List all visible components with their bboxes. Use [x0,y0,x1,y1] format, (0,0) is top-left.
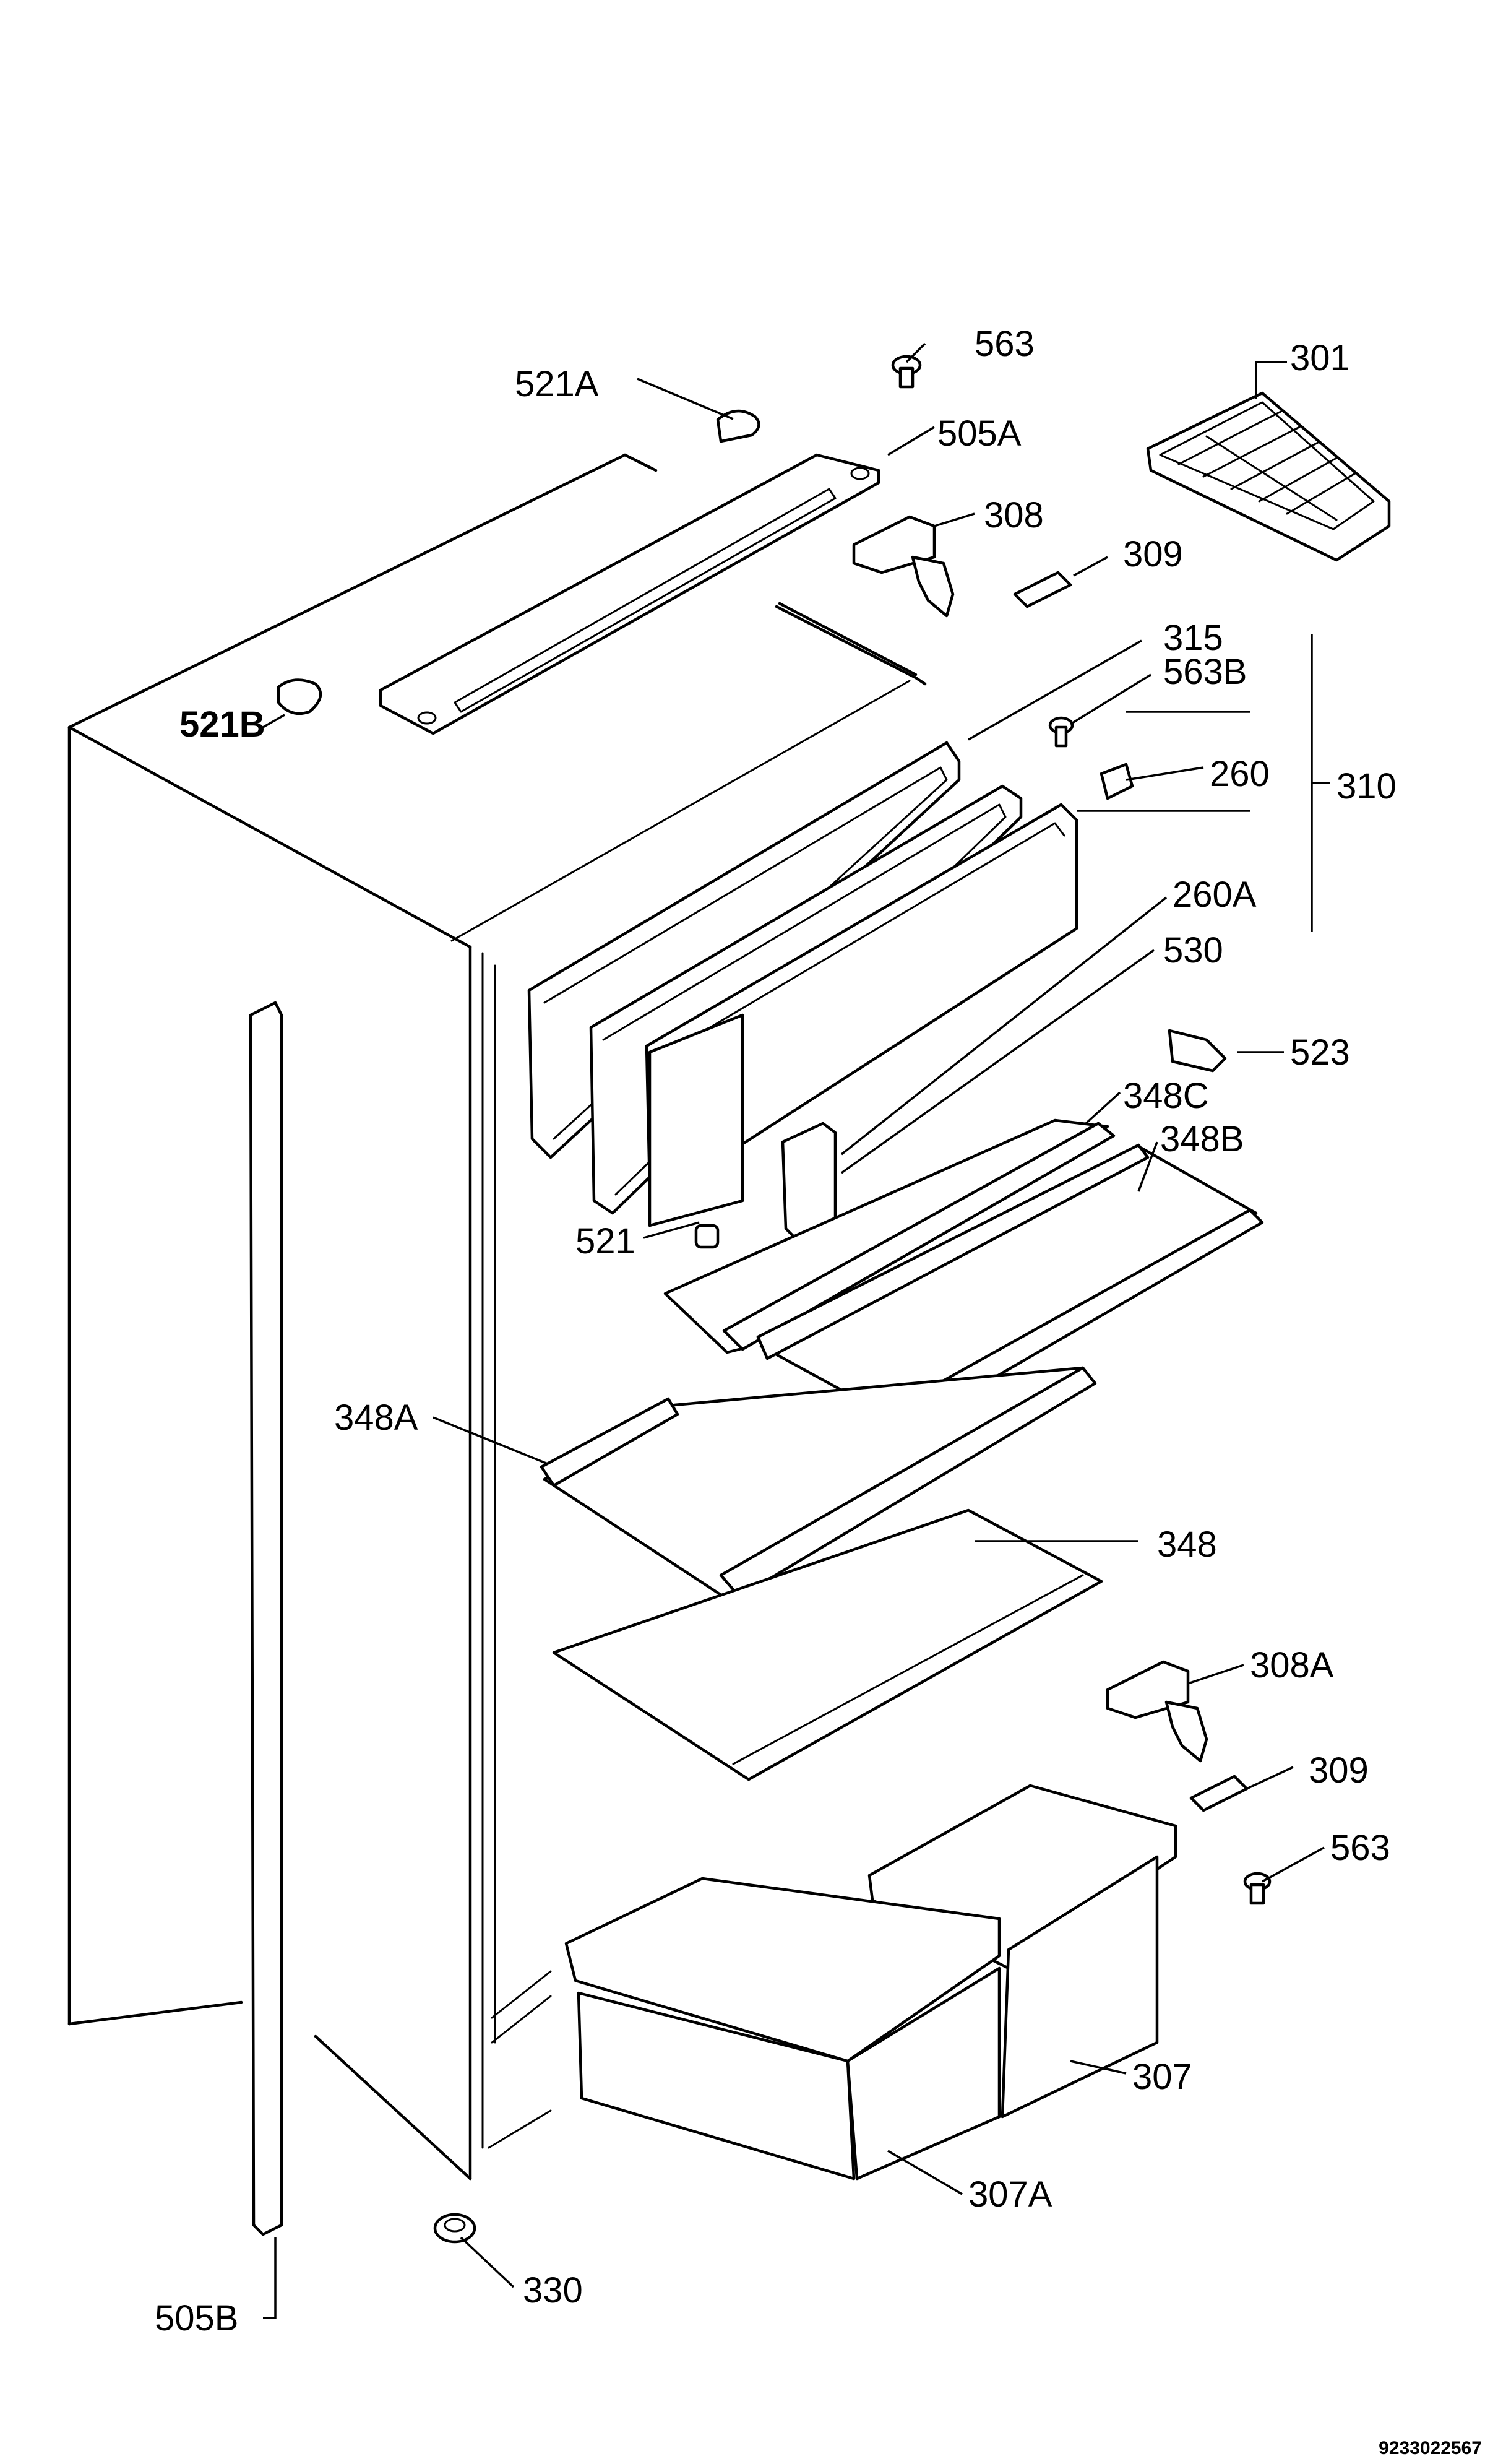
part-563B-screw [1048,716,1074,748]
label-308A: 308A [1250,1645,1334,1685]
label-563-bottom: 563 [1330,1828,1390,1868]
part-260A-door-panel [645,803,1078,1227]
label-308: 308 [984,495,1044,535]
label-260A: 260A [1173,875,1257,915]
label-563B: 563B [1163,652,1247,692]
part-563-screw-top [891,355,922,389]
part-348B-shelf [756,1143,1264,1429]
cabinet-body [67,453,927,2181]
label-307: 307 [1132,2057,1192,2097]
part-521A-cap [716,409,760,443]
part-309-label-top [1013,571,1072,608]
leader-lines [262,342,1330,2319]
part-521-small-stop [694,1224,720,1249]
label-330: 330 [523,2270,583,2311]
document-number: 9233022567 [1379,2438,1482,2458]
part-505B-side-trim [249,1001,283,2236]
part-348-glass-shelf [552,1508,1103,1781]
label-521: 521 [575,1221,635,1261]
part-563-screw-bottom [1243,1872,1272,1905]
label-301: 301 [1290,338,1350,378]
label-521B: 521B [179,704,265,745]
part-505A-top-bar [379,453,880,735]
label-521A: 521A [515,364,599,404]
label-505B: 505B [155,2298,238,2338]
part-labels: 563 521A 505A 301 308 309 521B 315 563B … [155,324,1397,2338]
label-309-bottom: 309 [1309,1750,1369,1791]
label-505A: 505A [937,413,1022,454]
label-348A: 348A [334,1398,418,1438]
label-309-top: 309 [1123,534,1183,574]
part-308A-hinge [1106,1660,1208,1763]
label-523: 523 [1290,1032,1350,1073]
part-523-clip [1168,1029,1227,1073]
label-310: 310 [1336,766,1397,806]
part-521B-cap [277,678,322,715]
part-348A-shelf [540,1366,1097,1599]
label-260: 260 [1210,754,1270,794]
part-330-foot [433,2213,476,2244]
part-301-ice-tray [1146,391,1391,562]
part-348C-shelf [663,1118,1116,1354]
label-348C: 348C [1123,1076,1209,1116]
label-563-top: 563 [975,324,1035,364]
part-307A-bin [564,1877,1001,2181]
part-308-hinge [852,515,955,618]
part-260-clip [1100,763,1134,800]
label-348: 348 [1157,1524,1217,1565]
label-530: 530 [1163,930,1223,970]
label-307A: 307A [968,2174,1052,2215]
label-348B: 348B [1160,1119,1244,1159]
label-315: 315 [1163,618,1223,658]
part-309-label-bottom [1189,1775,1249,1812]
